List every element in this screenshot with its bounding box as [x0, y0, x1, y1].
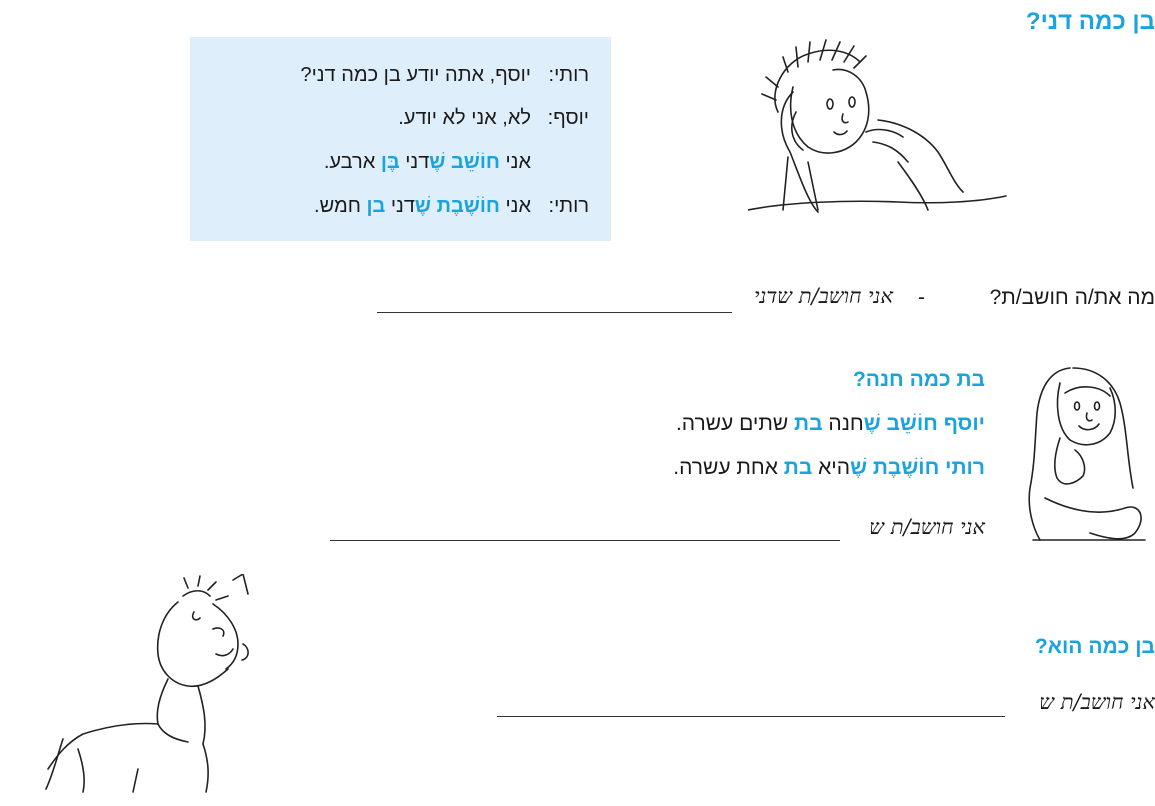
text-segment: היא	[812, 456, 851, 479]
dialog-line: רותי: אני חוֹשֶׁבֶת שֶׁדני בן חמש.	[314, 195, 589, 218]
girl-thinking-illustration	[1028, 367, 1146, 541]
answer-line-2[interactable]	[330, 540, 840, 541]
highlight-word: בת	[783, 456, 813, 479]
dialog-line: רותי: יוסף, אתה יודע בן כמה דני?	[300, 64, 589, 87]
dialog-text: יוסף, אתה יודע בן כמה דני?	[300, 64, 531, 86]
highlight-word: שֶׁ	[850, 456, 867, 479]
highlight-word: שֶׁ	[414, 195, 432, 217]
section2-title: בת כמה חנה?	[852, 368, 985, 391]
handwritten-prompt-3: אני חושב/ת ש	[1039, 690, 1155, 714]
answer-line-1[interactable]	[377, 312, 732, 313]
text-segment: חנה	[822, 412, 864, 435]
text-segment: אני	[499, 151, 531, 173]
text-segment: אחת עשרה.	[673, 456, 784, 479]
section3-title: בן כמה הוא?	[1034, 635, 1155, 658]
highlight-word: חוֹשֶׁבֶת	[436, 195, 500, 217]
text-segment: ארבע.	[323, 151, 381, 173]
text-segment: יוסף, אתה יודע בן כמה דני?	[300, 64, 531, 86]
text-segment: דני	[399, 151, 430, 173]
dialog-line: אני חוֹשֵׁב שֶׁדני בֶּן ארבע.	[324, 151, 589, 174]
dialog-text: אני חוֹשֵׁב שֶׁדני בֶּן ארבע.	[324, 151, 531, 173]
answer-line-3[interactable]	[497, 716, 1005, 717]
dialog-line: יוסף: לא, אני לא יודע.	[398, 107, 589, 130]
text-segment: שתים עשרה.	[675, 412, 795, 435]
section2-sentence: יוסף חוֹשֵׁב שֶׁחנה בת שתים עשרה.	[676, 412, 985, 436]
handwritten-prompt-2: אני חושב/ת ש	[869, 515, 985, 539]
speaker-label: רותי:	[548, 64, 589, 86]
dialog-text: אני חוֹשֶׁבֶת שֶׁדני בן חמש.	[314, 195, 531, 217]
speaker-label: יוסף:	[547, 107, 589, 129]
text-segment: דני	[385, 195, 415, 217]
handwritten-prompt-1: אני חושב/ת שדני	[753, 284, 893, 308]
highlight-word: בן	[366, 195, 386, 217]
question-text: מה את/ה חושב/ת?	[989, 286, 1155, 309]
highlight-word: רותי חוֹשֶׁבֶת	[872, 456, 985, 479]
dialog-text: לא, אני לא יודע.	[398, 107, 531, 129]
highlight-word: בת	[794, 412, 823, 435]
text-segment: לא, אני לא יודע.	[398, 107, 531, 129]
section2-sentence: רותי חוֹשֶׁבֶת שֶׁהיא בת אחת עשרה.	[673, 456, 985, 480]
speaker-label: רותי:	[548, 195, 589, 217]
highlight-word: יוסף חוֹשֵׁב	[886, 412, 985, 435]
boy-thinking-illustration	[748, 39, 1007, 213]
text-segment: חמש.	[314, 195, 367, 217]
dialog-box: רותי: יוסף, אתה יודע בן כמה דני? יוסף: לא, …	[190, 37, 611, 241]
boy-looking-up-illustration	[45, 574, 249, 793]
highlight-word: שֶׁ	[429, 151, 446, 173]
highlight-word: חוֹשֵׁב	[450, 151, 500, 173]
highlight-word: שֶׁ	[863, 412, 881, 435]
text-segment: אני	[499, 195, 531, 217]
page-title: בן כמה דני?	[1025, 8, 1155, 35]
question-dash: -	[918, 286, 925, 309]
highlight-word: בֶּן	[380, 151, 400, 173]
